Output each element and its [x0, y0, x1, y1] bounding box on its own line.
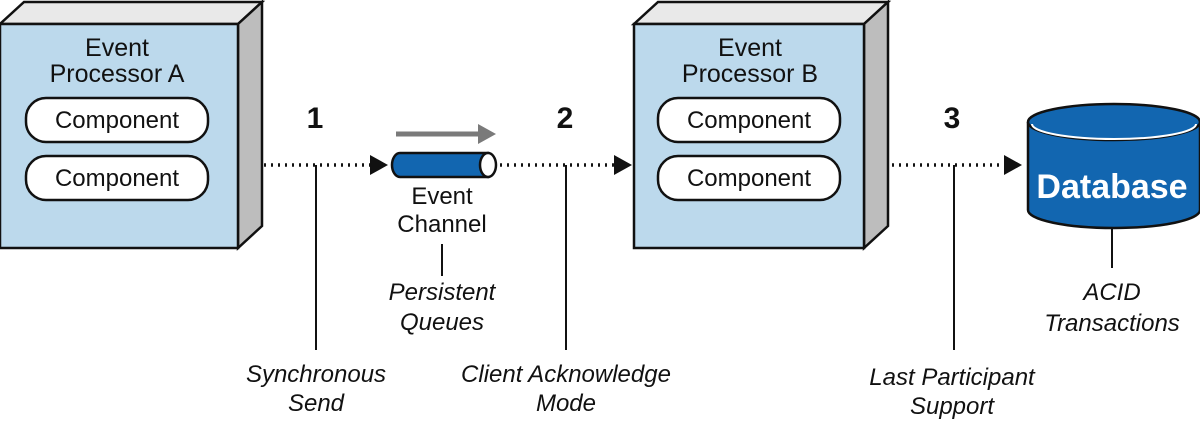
processor-a-side-face — [236, 0, 264, 251]
processor-a-component-1 — [24, 96, 210, 144]
channel-pipe-end — [478, 151, 498, 179]
processor-b-component-1 — [656, 96, 842, 144]
annotation-acid-line2: Transactions — [1044, 310, 1180, 337]
event-processor-b: Event Processor B Component Component — [630, 0, 892, 251]
channel-label-line1: Event — [411, 183, 473, 210]
processor-a-title-line2: Processor A — [50, 60, 185, 88]
step-number-2: 2 — [557, 102, 574, 135]
processor-b-component-2-label: Component — [687, 165, 811, 192]
database-label: Database — [1036, 168, 1187, 206]
flow-arrowhead-1 — [370, 155, 388, 175]
processor-a-top-face — [0, 0, 266, 26]
annotation-synchronous-send-line1: Synchronous — [246, 361, 386, 388]
processor-b-title-line1: Event — [718, 34, 782, 62]
annotation-persistent-queues-line2: Queues — [400, 309, 484, 336]
annotation-client-acknowledge-line1: Client Acknowledge — [461, 361, 671, 388]
step-number-1: 1 — [307, 102, 324, 135]
processor-a-component-1-label: Component — [55, 107, 179, 134]
annotation-acid-line1: ACID — [1081, 279, 1140, 306]
annotation-last-participant-line1: Last Participant — [869, 364, 1036, 391]
processor-b-top-face — [630, 0, 892, 26]
flow-arrowhead-2 — [614, 155, 632, 175]
database-body — [1026, 122, 1200, 230]
annotation-client-acknowledge-line2: Mode — [536, 390, 596, 417]
processor-b-component-2 — [656, 154, 842, 202]
processor-a-title-line1: Event — [85, 34, 149, 62]
annotation-synchronous-send-line2: Send — [288, 390, 345, 417]
processor-b-side-face — [862, 0, 890, 251]
processor-a-component-2-label: Component — [55, 165, 179, 192]
processor-a-component-2 — [24, 154, 210, 202]
channel-direction-arrow-icon — [478, 124, 496, 144]
step-number-3: 3 — [944, 102, 961, 135]
flow-arrowhead-3 — [1004, 155, 1022, 175]
database-highlight — [1031, 123, 1197, 140]
processor-b-component-1-label: Component — [687, 107, 811, 134]
channel-pipe-body — [390, 151, 490, 179]
channel-label-line2: Channel — [397, 211, 486, 238]
event-processor-a: Event Processor A Component Component — [0, 0, 266, 251]
annotation-last-participant-line2: Support — [910, 393, 995, 420]
processor-b-title-line2: Processor B — [682, 60, 818, 88]
annotation-persistent-queues-line1: Persistent — [389, 279, 497, 306]
database: Database — [1026, 102, 1200, 230]
event-channel: Event Channel — [390, 124, 498, 238]
